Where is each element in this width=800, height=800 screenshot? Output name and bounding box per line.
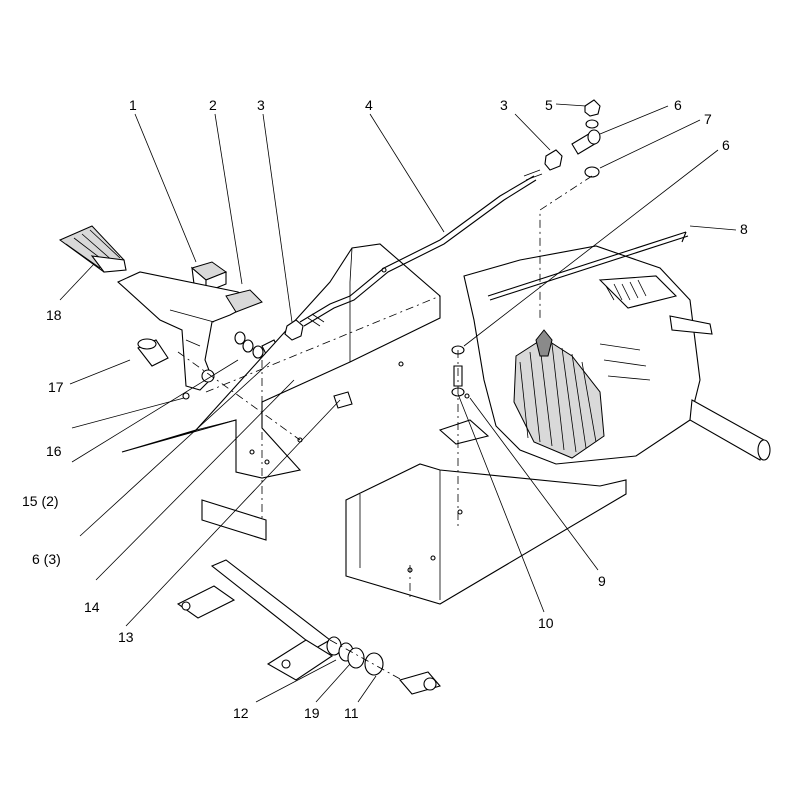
callout-8: 8 — [740, 221, 748, 237]
small-plate — [201, 499, 267, 541]
callout-12: 12 — [233, 705, 249, 721]
callout-14: 14 — [84, 599, 100, 615]
callout-9: 9 — [598, 573, 606, 589]
callout-7: 7 — [704, 111, 712, 127]
bolt-set — [451, 345, 470, 530]
callout-labels: 1 2 3 4 3 5 6 7 6 8 18 17 16 15 (2) 6 (3… — [22, 97, 748, 721]
transmission — [463, 245, 771, 465]
callout-2: 2 — [209, 97, 217, 113]
callout-18: 18 — [46, 307, 62, 323]
callout-16: 16 — [46, 443, 62, 459]
callout-3: 3 — [500, 97, 508, 113]
centerline-left-1 — [177, 351, 301, 441]
control-rod — [487, 231, 689, 301]
callout-4: 4 — [365, 97, 373, 113]
callout-10: 10 — [538, 615, 554, 631]
fastener-stack — [539, 99, 601, 320]
callout-17: 17 — [48, 379, 64, 395]
rod-nut — [284, 319, 304, 341]
callout-6: 6 — [722, 137, 730, 153]
callout-19: 19 — [304, 705, 320, 721]
callout-11: 11 — [344, 705, 359, 721]
linkage-rod — [299, 169, 543, 327]
pedal-arm — [117, 271, 263, 391]
pedal-pad — [59, 225, 127, 273]
callout-6: 6 — [674, 97, 682, 113]
callout-6-3: 6 (3) — [32, 551, 61, 567]
cross-shaft — [176, 559, 441, 695]
callout-3: 3 — [257, 97, 265, 113]
callout-5: 5 — [545, 97, 553, 113]
leader-lines — [59, 103, 737, 703]
callout-1: 1 — [129, 97, 137, 113]
centerline-left-2 — [205, 295, 441, 393]
callout-13: 13 — [118, 629, 134, 645]
center-drive-plate — [345, 419, 627, 605]
callout-15: 15 (2) — [22, 493, 59, 509]
bushing — [137, 338, 169, 367]
